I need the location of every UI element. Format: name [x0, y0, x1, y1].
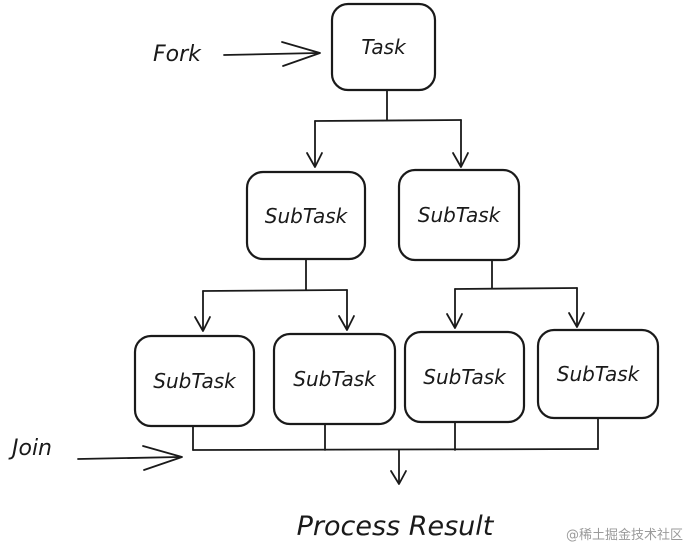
- edge-join-bar: [192, 448, 599, 451]
- arrowhead-result: [390, 470, 407, 485]
- arrowhead-leaf-4: [568, 312, 585, 328]
- process-result-label: Process Result: [297, 511, 495, 542]
- node-subtask-mid-right-label: SubTask: [418, 203, 502, 227]
- edge-fork-right-bar: [454, 287, 578, 290]
- node-subtask-mid-right: SubTask: [397, 168, 521, 262]
- fork-label: Fork: [153, 42, 202, 67]
- node-subtask-leaf-2: SubTask: [272, 332, 397, 426]
- node-subtask-leaf-2-label: SubTask: [293, 367, 377, 391]
- node-task: Task: [330, 2, 437, 92]
- node-subtask-leaf-4: SubTask: [536, 328, 660, 420]
- edge-fork-left-bar: [202, 289, 348, 292]
- node-task-label: Task: [361, 35, 407, 59]
- node-subtask-mid-left-label: SubTask: [265, 204, 349, 228]
- node-subtask-leaf-1-label: SubTask: [153, 369, 237, 393]
- node-subtask-mid-left: SubTask: [245, 170, 367, 261]
- edge-fork-level1-bar: [314, 119, 462, 122]
- join-label: Join: [8, 436, 52, 461]
- node-subtask-leaf-3-label: SubTask: [423, 365, 507, 389]
- join-pointer-arrowhead: [142, 445, 183, 471]
- arrowhead-mid-right: [452, 152, 469, 168]
- arrowhead-leaf-3: [446, 313, 463, 329]
- node-subtask-leaf-4-label: SubTask: [557, 362, 641, 386]
- fork-pointer-line: [223, 52, 319, 56]
- fork-pointer-arrowhead: [281, 41, 321, 67]
- arrowhead-mid-left: [306, 152, 323, 168]
- node-subtask-leaf-1: SubTask: [133, 334, 256, 428]
- arrowhead-leaf-2: [338, 315, 355, 331]
- arrowhead-leaf-1: [194, 316, 211, 332]
- watermark-text: @稀土掘金技术社区: [565, 528, 683, 543]
- join-pointer-line: [77, 456, 181, 460]
- node-subtask-leaf-3: SubTask: [403, 330, 526, 424]
